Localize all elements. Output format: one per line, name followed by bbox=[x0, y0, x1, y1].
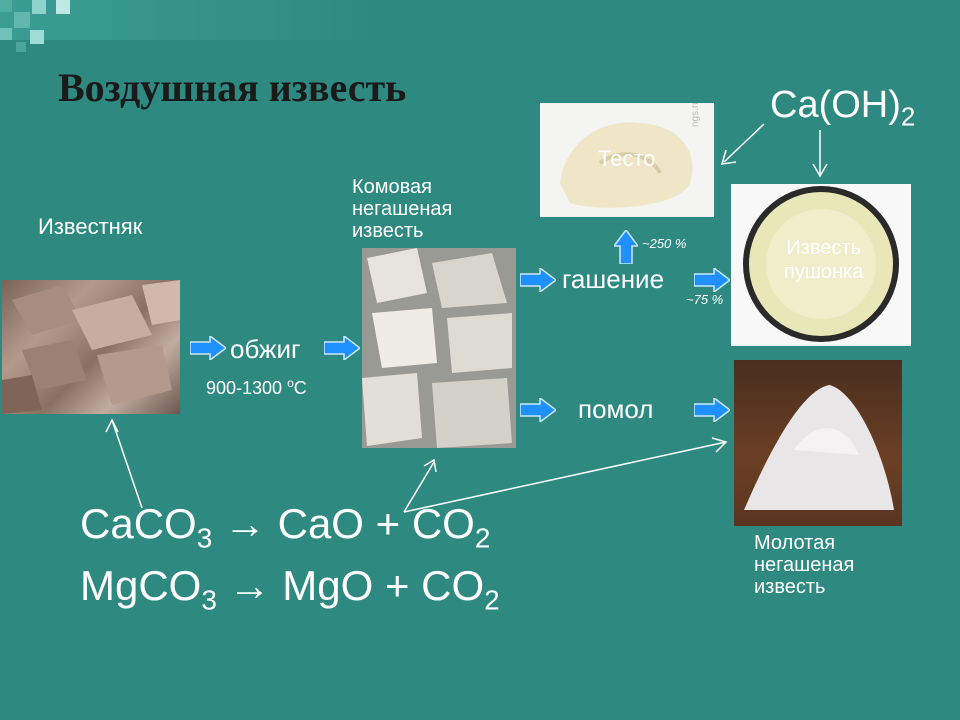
lump-lime-line2: негашеная bbox=[352, 198, 453, 220]
deco-square bbox=[56, 0, 70, 14]
eq2-sub2: 2 bbox=[484, 584, 500, 616]
firing-label: обжиг bbox=[230, 334, 301, 364]
arrow-grinding-in bbox=[520, 398, 556, 422]
line-ground-arrowhead bbox=[711, 437, 728, 453]
line-caoh-to-dough bbox=[723, 123, 765, 163]
equation-caco3: CaCO3 → CaO + CO2 bbox=[80, 500, 490, 554]
limestone-rocks-image bbox=[2, 280, 180, 414]
caoh-base: Ca(OH) bbox=[770, 84, 901, 126]
arrow-slaking-in bbox=[520, 268, 556, 292]
dough-label: Тесто bbox=[598, 146, 656, 171]
deco-square bbox=[32, 0, 46, 14]
grinding-label: помол bbox=[578, 394, 654, 424]
lump-lime-line1: Комовая bbox=[352, 176, 432, 198]
lump-lime-line3: известь bbox=[352, 220, 424, 242]
deco-square bbox=[14, 12, 30, 28]
eq1-part2: → CaO + CO bbox=[212, 500, 475, 547]
fluff-lime-label: Известь пушонка bbox=[784, 236, 863, 284]
line-limestone-arrowhead bbox=[105, 418, 119, 433]
dough-image bbox=[560, 122, 693, 208]
line-dough-arrowhead bbox=[720, 149, 737, 165]
ground-lime-label: Молотая негашеная известь bbox=[754, 532, 854, 598]
dough-photo: ngs.ru bbox=[540, 103, 714, 217]
fluff-lime-image bbox=[743, 186, 899, 342]
fluff-percent: ~75 % bbox=[686, 292, 724, 307]
lump-lime-label: Комовая негашеная известь bbox=[352, 176, 452, 242]
eq2-sub1: 3 bbox=[201, 584, 217, 616]
ground-lime-line1: Молотая bbox=[754, 532, 836, 554]
arrow-up-to-dough bbox=[614, 230, 638, 264]
arrow-firing-out bbox=[324, 336, 360, 360]
ground-lime-image bbox=[744, 385, 894, 510]
dough-percent: ~250 % bbox=[642, 236, 687, 251]
temperature-unit: С bbox=[293, 378, 307, 398]
temperature-label: 900-1300 оС bbox=[206, 376, 307, 399]
line-lump-arrowhead bbox=[423, 458, 437, 473]
line-cao-to-lump bbox=[403, 461, 435, 513]
deco-square bbox=[16, 42, 26, 52]
eq1-sub1: 3 bbox=[196, 522, 213, 554]
ground-lime-photo bbox=[734, 360, 902, 526]
calcium-hydroxide-formula: Ca(OH)2 bbox=[770, 84, 915, 133]
lump-lime-photo bbox=[362, 248, 516, 448]
line-cao-to-ground bbox=[403, 441, 727, 513]
deco-square bbox=[0, 0, 12, 12]
fluff-lime-line2: пушонка bbox=[784, 261, 864, 283]
eq2-part1: MgCO bbox=[80, 562, 202, 609]
ground-lime-line2: негашеная bbox=[754, 554, 855, 576]
eq1-part1: CaCO bbox=[80, 500, 197, 547]
lump-lime-image bbox=[362, 248, 512, 448]
arrow-slaking-out bbox=[694, 268, 730, 292]
arrow-grinding-out bbox=[694, 398, 730, 422]
slaking-label: гашение bbox=[562, 264, 665, 294]
temperature-value: 900-1300 bbox=[206, 378, 288, 398]
ground-lime-line3: известь bbox=[754, 576, 826, 598]
deco-square bbox=[30, 30, 44, 44]
temperature-degree: о bbox=[287, 376, 294, 390]
limestone-label: Известняк bbox=[38, 214, 143, 239]
slide-title: Воздушная известь bbox=[58, 65, 407, 110]
deco-square bbox=[0, 28, 12, 40]
line-caco3-to-limestone bbox=[111, 419, 143, 509]
eq2-part2: → MgO + CO bbox=[216, 562, 485, 609]
fluff-lime-line1: Известь bbox=[786, 237, 861, 259]
caoh-sub: 2 bbox=[900, 101, 916, 132]
limestone-photo bbox=[2, 280, 180, 414]
equation-mgco3: MgCO3 → MgO + CO2 bbox=[80, 562, 500, 616]
line-fluff-arrowhead bbox=[812, 163, 828, 178]
header-bar bbox=[0, 0, 960, 40]
fluff-lime-photo bbox=[731, 184, 911, 346]
eq1-sub2: 2 bbox=[474, 522, 491, 554]
arrow-firing-in bbox=[190, 336, 226, 360]
